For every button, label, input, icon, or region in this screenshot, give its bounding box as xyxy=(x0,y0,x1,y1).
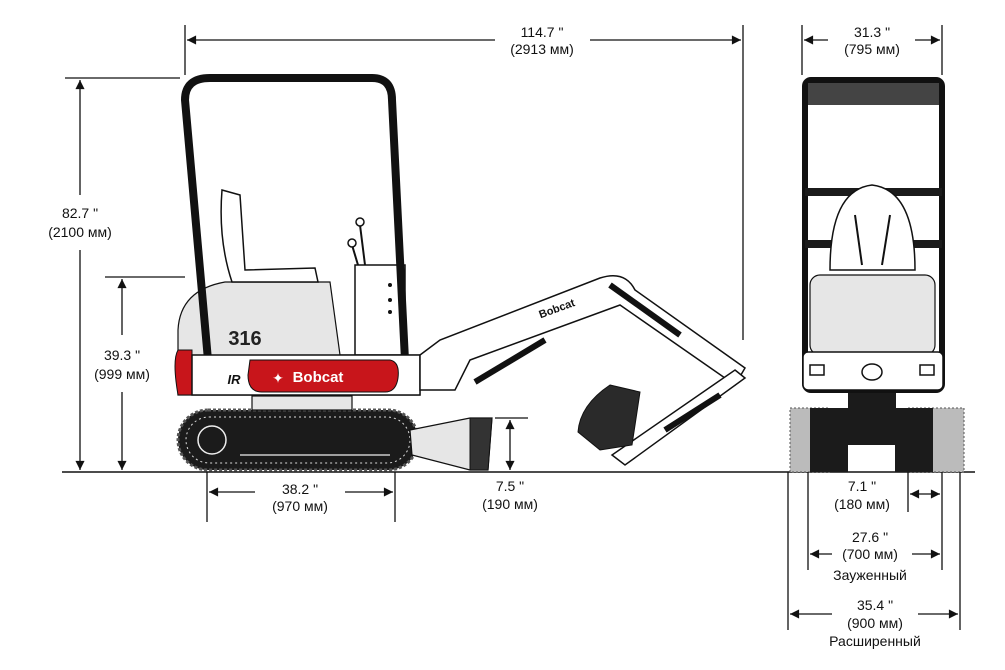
excavator-front-view xyxy=(789,77,965,473)
boom xyxy=(419,275,746,391)
dimension-mm: (970 мм) xyxy=(272,498,328,514)
console-switch xyxy=(388,298,392,302)
dozer-blade-face xyxy=(469,417,493,471)
dimension-inches: 31.3 " xyxy=(854,24,890,40)
control-lever-knob xyxy=(347,238,357,248)
dim-width-extended: 35.4 " (900 мм) Расширенный xyxy=(790,597,958,649)
dimension-inches: 38.2 " xyxy=(282,481,318,497)
work-light xyxy=(809,364,825,376)
dimension-label: Зауженный xyxy=(833,567,907,583)
operator-seat-front xyxy=(829,184,916,271)
dim-overall-length: 114.7 " (2913 мм) xyxy=(184,24,744,340)
dimension-mm: (999 мм) xyxy=(94,366,150,382)
machine-model: 316 xyxy=(228,328,261,350)
operator-seat xyxy=(220,189,319,283)
console-switch xyxy=(388,283,392,287)
dimension-inches: 35.4 " xyxy=(857,597,893,613)
bobcat-red-panel xyxy=(247,359,399,393)
work-light xyxy=(919,364,935,376)
dimension-inches: 7.1 " xyxy=(848,478,876,494)
swing-base xyxy=(251,395,353,411)
canopy-frame xyxy=(180,74,409,361)
control-lever xyxy=(359,224,366,266)
console-switch xyxy=(388,310,392,314)
dimension-mm: (700 мм) xyxy=(842,546,898,562)
dim-width-retracted: 27.6 " (700 мм) Зауженный xyxy=(810,529,940,583)
dim-canopy-width: 31.3 " (795 мм) xyxy=(801,24,943,75)
boom-cylinder xyxy=(473,337,547,385)
bucket-cylinder xyxy=(663,392,722,433)
dimension-inches: 39.3 " xyxy=(104,347,140,363)
dim-track-width: 7.1 " (180 мм) xyxy=(787,472,961,630)
dim-body-height: 39.3 " (999 мм) xyxy=(94,276,185,471)
control-lever-knob xyxy=(355,217,365,227)
arm xyxy=(610,369,747,466)
control-lever xyxy=(351,244,359,266)
ir-badge: IR xyxy=(228,372,242,387)
dimension-mm: (2100 мм) xyxy=(48,224,112,240)
rear-red-panel xyxy=(174,349,193,396)
control-lever xyxy=(881,214,891,266)
left-track-frame xyxy=(810,408,848,472)
dim-track-length: 38.2 " (970 мм) xyxy=(206,472,396,522)
arm-cylinder xyxy=(608,282,682,338)
dimension-mm: (2913 мм) xyxy=(510,41,574,57)
dim-overall-height: 82.7 " (2100 мм) xyxy=(48,77,180,471)
control-lever xyxy=(854,214,863,266)
dimension-mm: (795 мм) xyxy=(844,41,900,57)
body-front xyxy=(809,274,936,356)
dimension-label: Расширенный xyxy=(829,633,921,649)
bobcat-head-icon: ✦ xyxy=(272,370,284,386)
right-track-frame xyxy=(895,408,933,472)
idler-wheel xyxy=(197,425,227,455)
dimension-mm: (900 мм) xyxy=(847,615,903,631)
dimension-mm: (180 мм) xyxy=(834,496,890,512)
excavator-side-view: 316 IR Bobcat ✦ Bobcat xyxy=(174,74,747,472)
dim-blade-height: 7.5 " (190 мм) xyxy=(482,417,538,512)
dimension-inches: 27.6 " xyxy=(852,529,888,545)
track xyxy=(176,408,420,472)
undercarriage xyxy=(848,390,896,445)
dimension-inches: 82.7 " xyxy=(62,205,98,221)
dimension-inches: 7.5 " xyxy=(496,478,524,494)
swing-pivot xyxy=(861,363,883,381)
bobcat-logo: Bobcat xyxy=(293,369,344,386)
dimension-mm: (190 мм) xyxy=(482,496,538,512)
dimension-inches: 114.7 " xyxy=(521,24,564,40)
canopy-roof xyxy=(808,83,939,105)
bucket xyxy=(577,384,641,451)
